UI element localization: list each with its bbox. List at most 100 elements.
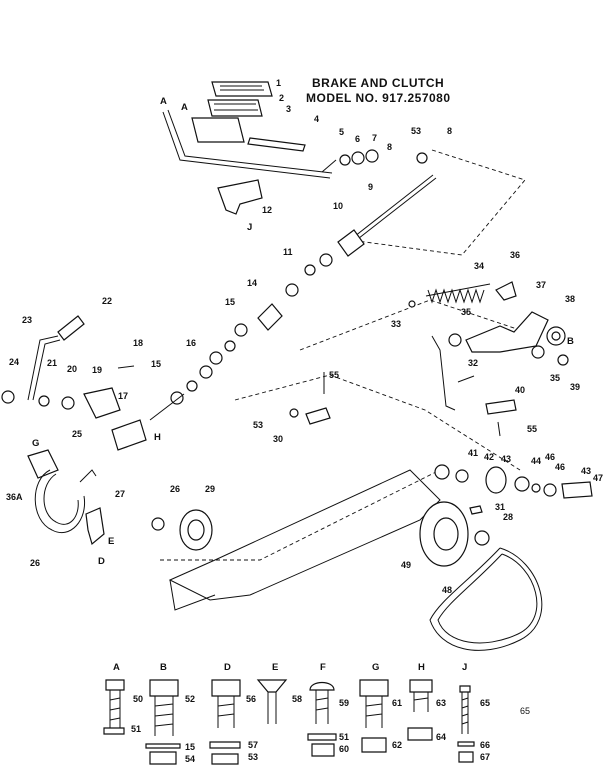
callout-letter-h: H [154,432,161,443]
legend-d-bolt: 56 [246,694,256,704]
washer-15-lower [170,391,184,405]
callout-letter-a1: A [160,96,167,107]
washer-35-right [531,345,545,359]
clutch-lever [27,335,59,401]
spacer-tube [257,303,283,331]
legend-j-bolt: 65 [480,698,490,708]
callout-35-left: 35 [461,307,471,317]
brake-band [34,469,86,534]
pedal-shaft [162,111,331,179]
legend-j-nut: 67 [480,752,490,762]
callout-24: 24 [9,357,19,367]
legend-b-washer: 15 [185,742,195,752]
washer-39 [557,354,569,366]
legend-d-washer: 57 [248,740,258,750]
washer-group-16 [186,340,236,392]
callout-15-upper: 15 [225,297,235,307]
callout-11: 11 [283,247,293,257]
spring-coils [427,288,485,304]
callout-21: 21 [47,358,57,368]
callout-36: 36 [510,250,520,260]
callout-8-top: 8 [387,142,392,152]
callout-41: 41 [468,448,478,458]
coupler [337,229,365,257]
callout-letter-b: B [567,336,574,347]
brake-rod [349,174,434,241]
washer-33 [408,300,416,308]
legend-g-bolt: 61 [392,698,402,708]
link-bar [247,137,306,152]
clutch-bracket [111,419,147,451]
hex-nut-series [285,253,333,297]
drive-hardware-stack [434,464,593,499]
legend-letter-d: D [224,662,231,673]
callout-6: 6 [355,134,360,144]
callout-55-mid: 55 [329,370,339,380]
callout-letter-e: E [108,536,114,547]
callout-49: 49 [401,560,411,570]
pedal-shaft-edge [167,109,333,174]
legend-letter-e: E [272,662,278,673]
corner-mark: 65 [520,706,530,716]
callout-55-right: 55 [527,424,537,434]
clutch-bracket-37 [465,311,549,353]
callout-4: 4 [314,114,319,124]
legend-e-screw: 58 [292,694,302,704]
spring-hook [495,281,517,301]
callout-20: 20 [67,364,77,374]
callout-32: 32 [468,358,478,368]
callout-35-right: 35 [550,373,560,383]
callout-29: 29 [205,484,215,494]
callout-23: 23 [22,315,32,325]
callout-1: 1 [276,78,281,88]
callout-26-pulley: 26 [170,484,180,494]
callout-8-right: 8 [447,126,452,136]
key-31 [469,505,483,515]
callout-letter-a2: A [181,102,188,113]
shaft [149,393,185,421]
callout-27: 27 [115,489,125,499]
link-plate-40 [485,399,517,415]
callout-letter-j: J [247,222,252,233]
nut-28-right [474,530,490,546]
legend-f-nut: 60 [339,744,349,754]
diagram-title: BRAKE AND CLUTCH [312,76,445,90]
frame-outline-middle [234,374,521,471]
callout-42: 42 [484,452,494,462]
callout-43-right: 43 [581,466,591,476]
legend-letter-a: A [113,662,120,673]
callout-3: 3 [286,104,291,114]
callout-7: 7 [372,133,377,143]
washer-15-upper [234,323,248,337]
callout-43-left: 43 [501,454,511,464]
callout-2: 2 [279,93,284,103]
legend-f-bolt: 59 [339,698,349,708]
band-bracket [27,449,59,479]
washer-35-left [448,333,462,347]
callout-34: 34 [474,261,484,271]
nut-20 [61,396,75,410]
cotter-pin [117,365,135,369]
callout-30: 30 [273,434,283,444]
callout-46-a: 46 [555,462,565,472]
callout-9: 9 [368,182,373,192]
pivot-plate [83,387,121,419]
callout-53-mid: 53 [253,420,263,430]
callout-18: 18 [133,338,143,348]
brake-pedal-assembly [191,81,273,143]
band-anchor [85,507,105,546]
nut-28-left [151,517,165,531]
hardware-legend: A 50 51 B 52 15 54 D 56 57 53 E 58 F 59 [103,662,490,765]
callout-40: 40 [515,385,525,395]
link-30 [305,407,331,425]
callout-15-lower: 15 [151,359,161,369]
v-belt [429,547,543,651]
lever-hub [57,315,85,341]
callout-19: 19 [92,365,102,375]
callout-22: 22 [102,296,112,306]
legend-b-bolt: 52 [185,694,195,704]
legend-letter-b: B [160,662,167,673]
callout-17: 17 [118,391,128,401]
